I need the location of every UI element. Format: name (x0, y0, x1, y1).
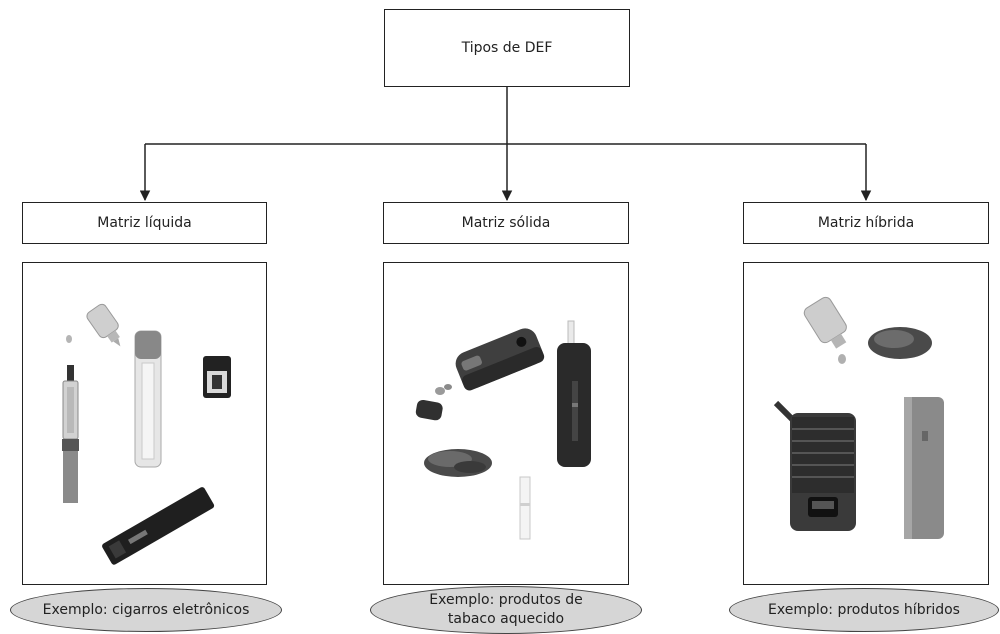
panel-liquid-products (22, 262, 267, 585)
example-solid-label: Exemplo: produtos de tabaco aquecido (429, 592, 583, 627)
tall-heater-device-icon (557, 320, 591, 467)
pod-device-icon (134, 330, 162, 468)
cylinder-device-icon (904, 397, 944, 539)
category-solid: Matriz sólida (383, 202, 629, 244)
loose-tobacco-icon (868, 327, 932, 359)
hybrid-device-icon (773, 400, 856, 531)
example-liquid-label: Exemplo: cigarros eletrônicos (42, 601, 250, 618)
flat-vape-device-icon (102, 487, 215, 565)
panel-hybrid-products (743, 262, 989, 585)
category-hybrid-label: Matriz híbrida (817, 215, 915, 231)
liquid-products-illustration (62, 303, 231, 565)
replacement-pod-icon (203, 356, 231, 398)
pen-vape-icon (62, 365, 79, 503)
example-hybrid-label: Exemplo: produtos híbridos (768, 601, 960, 618)
heated-tobacco-device-icon (455, 328, 545, 391)
category-liquid-label: Matriz líquida (97, 215, 192, 231)
example-liquid: Exemplo: cigarros eletrônicos (10, 588, 282, 632)
hybrid-products-illustration (773, 296, 944, 539)
category-hybrid: Matriz híbrida (743, 202, 989, 244)
example-hybrid: Exemplo: produtos híbridos (729, 588, 999, 632)
panel-solid-products (383, 262, 629, 585)
e-liquid-bottle-icon (803, 296, 847, 349)
device-lid-icon (415, 399, 443, 421)
root-node: Tipos de DEF (384, 9, 630, 87)
category-liquid: Matriz líquida (22, 202, 267, 244)
loose-tobacco-icon (424, 449, 492, 477)
root-label: Tipos de DEF (461, 40, 553, 56)
category-solid-label: Matriz sólida (461, 215, 551, 231)
solid-products-illustration (415, 320, 591, 540)
example-solid: Exemplo: produtos de tabaco aquecido (370, 586, 642, 634)
e-liquid-bottle-icon (86, 303, 121, 347)
tobacco-stick-icon (519, 476, 531, 540)
